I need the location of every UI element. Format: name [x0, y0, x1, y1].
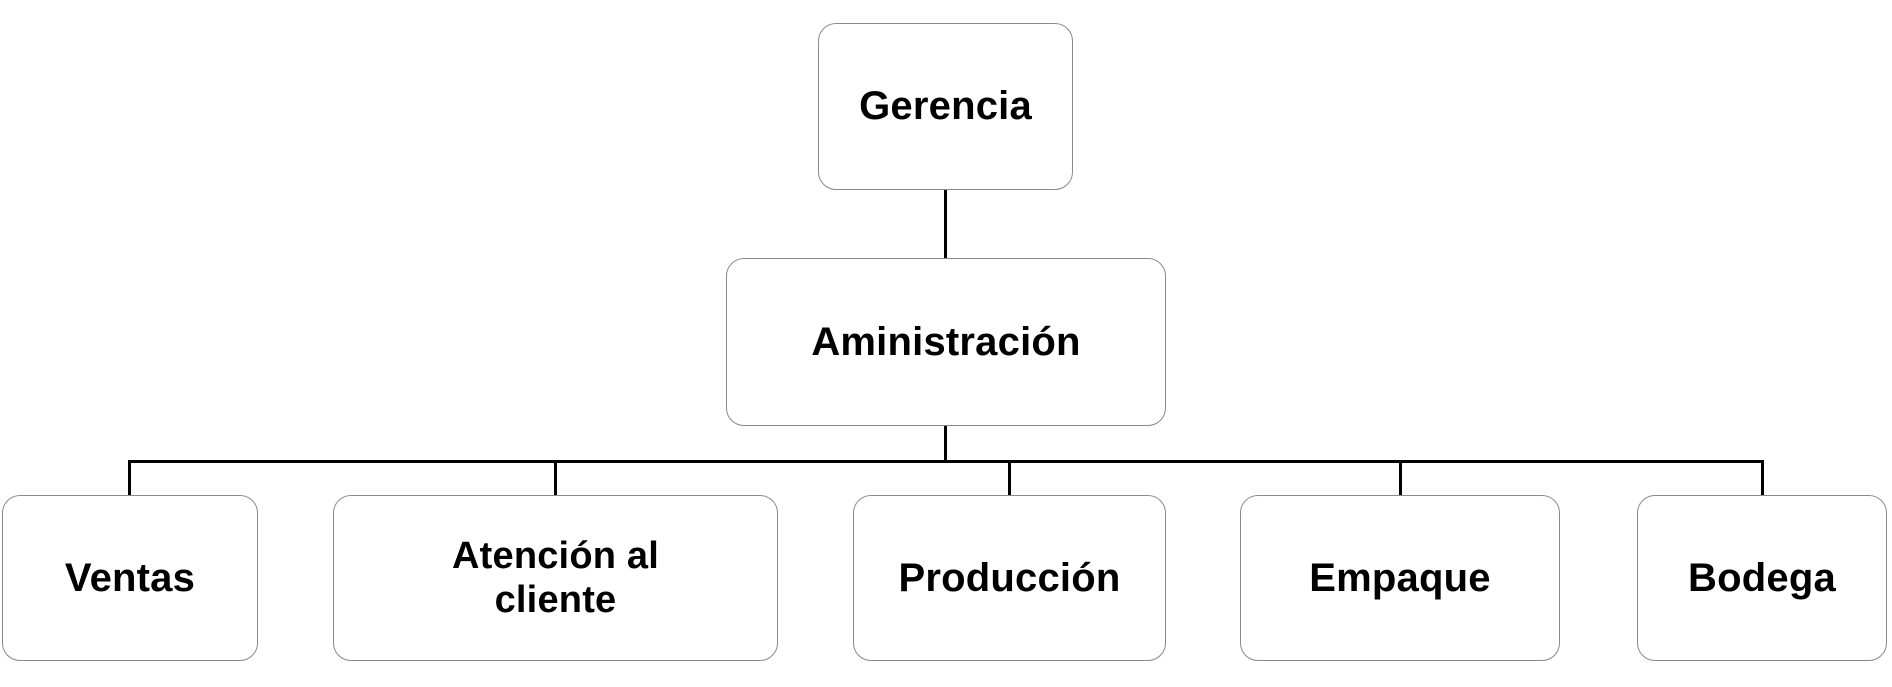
connector-drop-bodega [1761, 460, 1764, 495]
connector-drop-produccion [1008, 460, 1011, 495]
connector-drop-empaque [1399, 460, 1402, 495]
connector-administracion-stem [944, 426, 947, 462]
connector-horizontal-bus [129, 460, 1763, 463]
node-bodega-label: Bodega [1688, 555, 1836, 600]
node-empaque-label: Empaque [1309, 555, 1491, 600]
node-administracion-label: Aministración [811, 319, 1081, 364]
connector-gerencia-to-administracion [944, 190, 947, 258]
connector-drop-atencion-al-cliente [554, 460, 557, 495]
node-gerencia[interactable]: Gerencia [818, 23, 1073, 190]
node-bodega[interactable]: Bodega [1637, 495, 1887, 661]
node-produccion[interactable]: Producción [853, 495, 1166, 661]
connector-drop-ventas [128, 460, 131, 495]
node-atencion-al-cliente[interactable]: Atención al cliente [333, 495, 778, 661]
node-gerencia-label: Gerencia [859, 84, 1032, 129]
node-ventas-label: Ventas [64, 555, 196, 600]
node-atencion-al-cliente-label: Atención al cliente [451, 534, 659, 621]
node-produccion-label: Producción [898, 555, 1121, 600]
node-ventas[interactable]: Ventas [2, 495, 258, 661]
node-empaque[interactable]: Empaque [1240, 495, 1560, 661]
node-administracion[interactable]: Aministración [726, 258, 1166, 426]
